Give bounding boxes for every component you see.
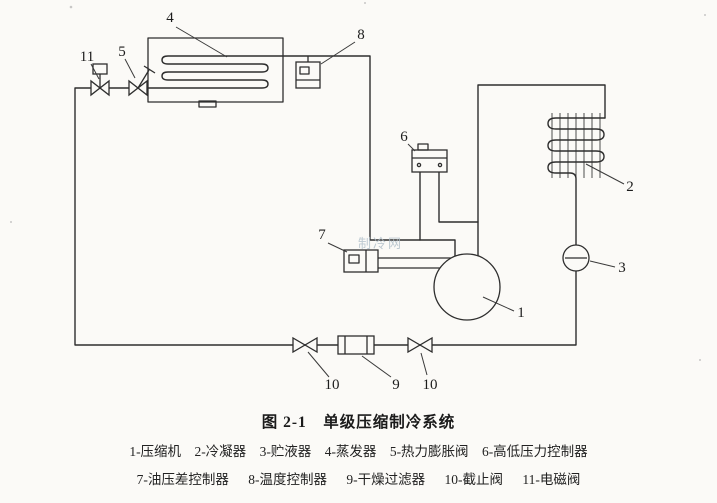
legend-item-hl-pressure-controller: 6-高低压力控制器 bbox=[481, 444, 588, 459]
filter-body bbox=[337, 335, 375, 355]
temperature-controller bbox=[295, 56, 321, 89]
pressure-controller-body bbox=[411, 149, 448, 173]
drier-filter bbox=[337, 335, 375, 355]
legend-item-compressor: 1-压缩机 bbox=[129, 444, 182, 459]
callout-receiver: 3 bbox=[618, 260, 626, 276]
pressure-controller-top-tab bbox=[417, 143, 429, 151]
evaporator-drain-tab bbox=[198, 100, 217, 108]
pressure-controller-screw bbox=[416, 162, 422, 168]
evaporator-coil bbox=[147, 55, 284, 89]
leader-stop-valve-left bbox=[307, 351, 330, 378]
leader-evaporator bbox=[175, 26, 228, 58]
expansion-valve bbox=[128, 65, 156, 97]
solenoid-valve bbox=[90, 63, 110, 97]
callout-drier-filter: 9 bbox=[392, 377, 400, 393]
expansion-valve-diaphragm bbox=[143, 65, 156, 74]
callouts: 4 8 11 5 6 2 3 7 1 10 9 10 bbox=[80, 10, 634, 393]
leader-solenoid-valve bbox=[90, 63, 100, 80]
stop-valve-right bbox=[407, 336, 433, 354]
legend-item-receiver: 3-贮液器 bbox=[259, 444, 312, 459]
leader-oil-pressure-controller bbox=[327, 242, 348, 253]
figure-caption: 图 2-1 单级压缩制冷系统 bbox=[261, 414, 456, 431]
callout-stop-valve-left: 10 bbox=[325, 377, 340, 393]
legend-item-expansion-valve: 5-热力膨胀阀 bbox=[389, 444, 469, 459]
leader-compressor bbox=[482, 296, 515, 312]
legend-row-2: 7-油压差控制器 8-温度控制器 9-干燥过滤器 10-截止阀 11-电磁阀 bbox=[0, 468, 717, 488]
legend-row-1: 1-压缩机 2-冷凝器 3-贮液器 4-蒸发器 5-热力膨胀阀 6-高低压力控制… bbox=[0, 440, 717, 460]
oil-pressure-controller bbox=[343, 249, 451, 273]
legend-item-evaporator: 4-蒸发器 bbox=[324, 444, 377, 459]
scan-speck bbox=[364, 2, 366, 4]
condenser-coil bbox=[547, 117, 606, 246]
solenoid-valve-body bbox=[90, 79, 110, 97]
scan-speck bbox=[704, 14, 706, 16]
pipes bbox=[74, 55, 606, 346]
expansion-valve-stem bbox=[137, 69, 150, 89]
callout-temperature-controller: 8 bbox=[357, 27, 365, 43]
compressor-body bbox=[433, 253, 501, 321]
solenoid-coil bbox=[92, 63, 108, 75]
liquid-line bbox=[74, 87, 577, 346]
leader-hl-pressure-controller bbox=[407, 143, 416, 152]
callout-evaporator: 4 bbox=[166, 10, 174, 26]
callout-oil-pressure-controller: 7 bbox=[318, 227, 326, 243]
legend-item-solenoid-valve: 11-电磁阀 bbox=[522, 472, 581, 487]
stop-valve-left-body bbox=[292, 336, 318, 354]
liquid-receiver bbox=[562, 244, 590, 272]
legend-item-drier-filter: 9-干燥过滤器 bbox=[346, 472, 426, 487]
scan-speck bbox=[10, 221, 12, 223]
callout-expansion-valve: 5 bbox=[118, 44, 126, 60]
temperature-controller-detail bbox=[299, 66, 310, 75]
leader-stop-valve-right bbox=[420, 352, 428, 376]
scan-speck bbox=[69, 5, 73, 9]
legend-item-temperature-controller: 8-温度控制器 bbox=[248, 472, 327, 487]
oil-controller-detail bbox=[348, 254, 360, 264]
stop-valve-left bbox=[292, 336, 318, 354]
leader-temperature-controller bbox=[320, 41, 356, 65]
legend-item-oil-pressure-controller: 7-油压差控制器 bbox=[136, 472, 229, 487]
watermark: 制冷网 bbox=[358, 236, 403, 251]
stop-valve-right-body bbox=[407, 336, 433, 354]
leader-expansion-valve bbox=[124, 58, 136, 79]
scan-speck bbox=[699, 359, 701, 361]
pressure-controller-screw bbox=[437, 162, 443, 168]
pressure-tap-high bbox=[438, 171, 479, 223]
callout-compressor: 1 bbox=[517, 305, 525, 321]
leader-drier-filter bbox=[361, 355, 392, 378]
callout-stop-valve-right: 10 bbox=[423, 377, 438, 393]
evaporator bbox=[147, 37, 284, 108]
legend-item-stop-valve: 10-截止阀 bbox=[444, 472, 504, 487]
expansion-valve-body bbox=[128, 79, 148, 97]
hl-pressure-controller bbox=[411, 143, 479, 241]
temperature-controller-body bbox=[295, 61, 321, 89]
discharge-line bbox=[477, 84, 606, 257]
callout-condenser: 2 bbox=[626, 179, 634, 195]
legend-item-condenser: 2-冷凝器 bbox=[194, 444, 247, 459]
suction-line bbox=[282, 55, 456, 258]
leader-receiver bbox=[589, 260, 616, 268]
compressor bbox=[433, 253, 501, 321]
condenser bbox=[547, 113, 606, 246]
leader-condenser bbox=[585, 163, 625, 185]
evaporator-housing bbox=[147, 37, 284, 103]
callout-hl-pressure-controller: 6 bbox=[400, 129, 408, 145]
refrigeration-system-diagram: 4 8 11 5 6 2 3 7 1 10 9 10 制冷网 bbox=[10, 2, 706, 393]
callout-solenoid-valve: 11 bbox=[80, 49, 94, 65]
